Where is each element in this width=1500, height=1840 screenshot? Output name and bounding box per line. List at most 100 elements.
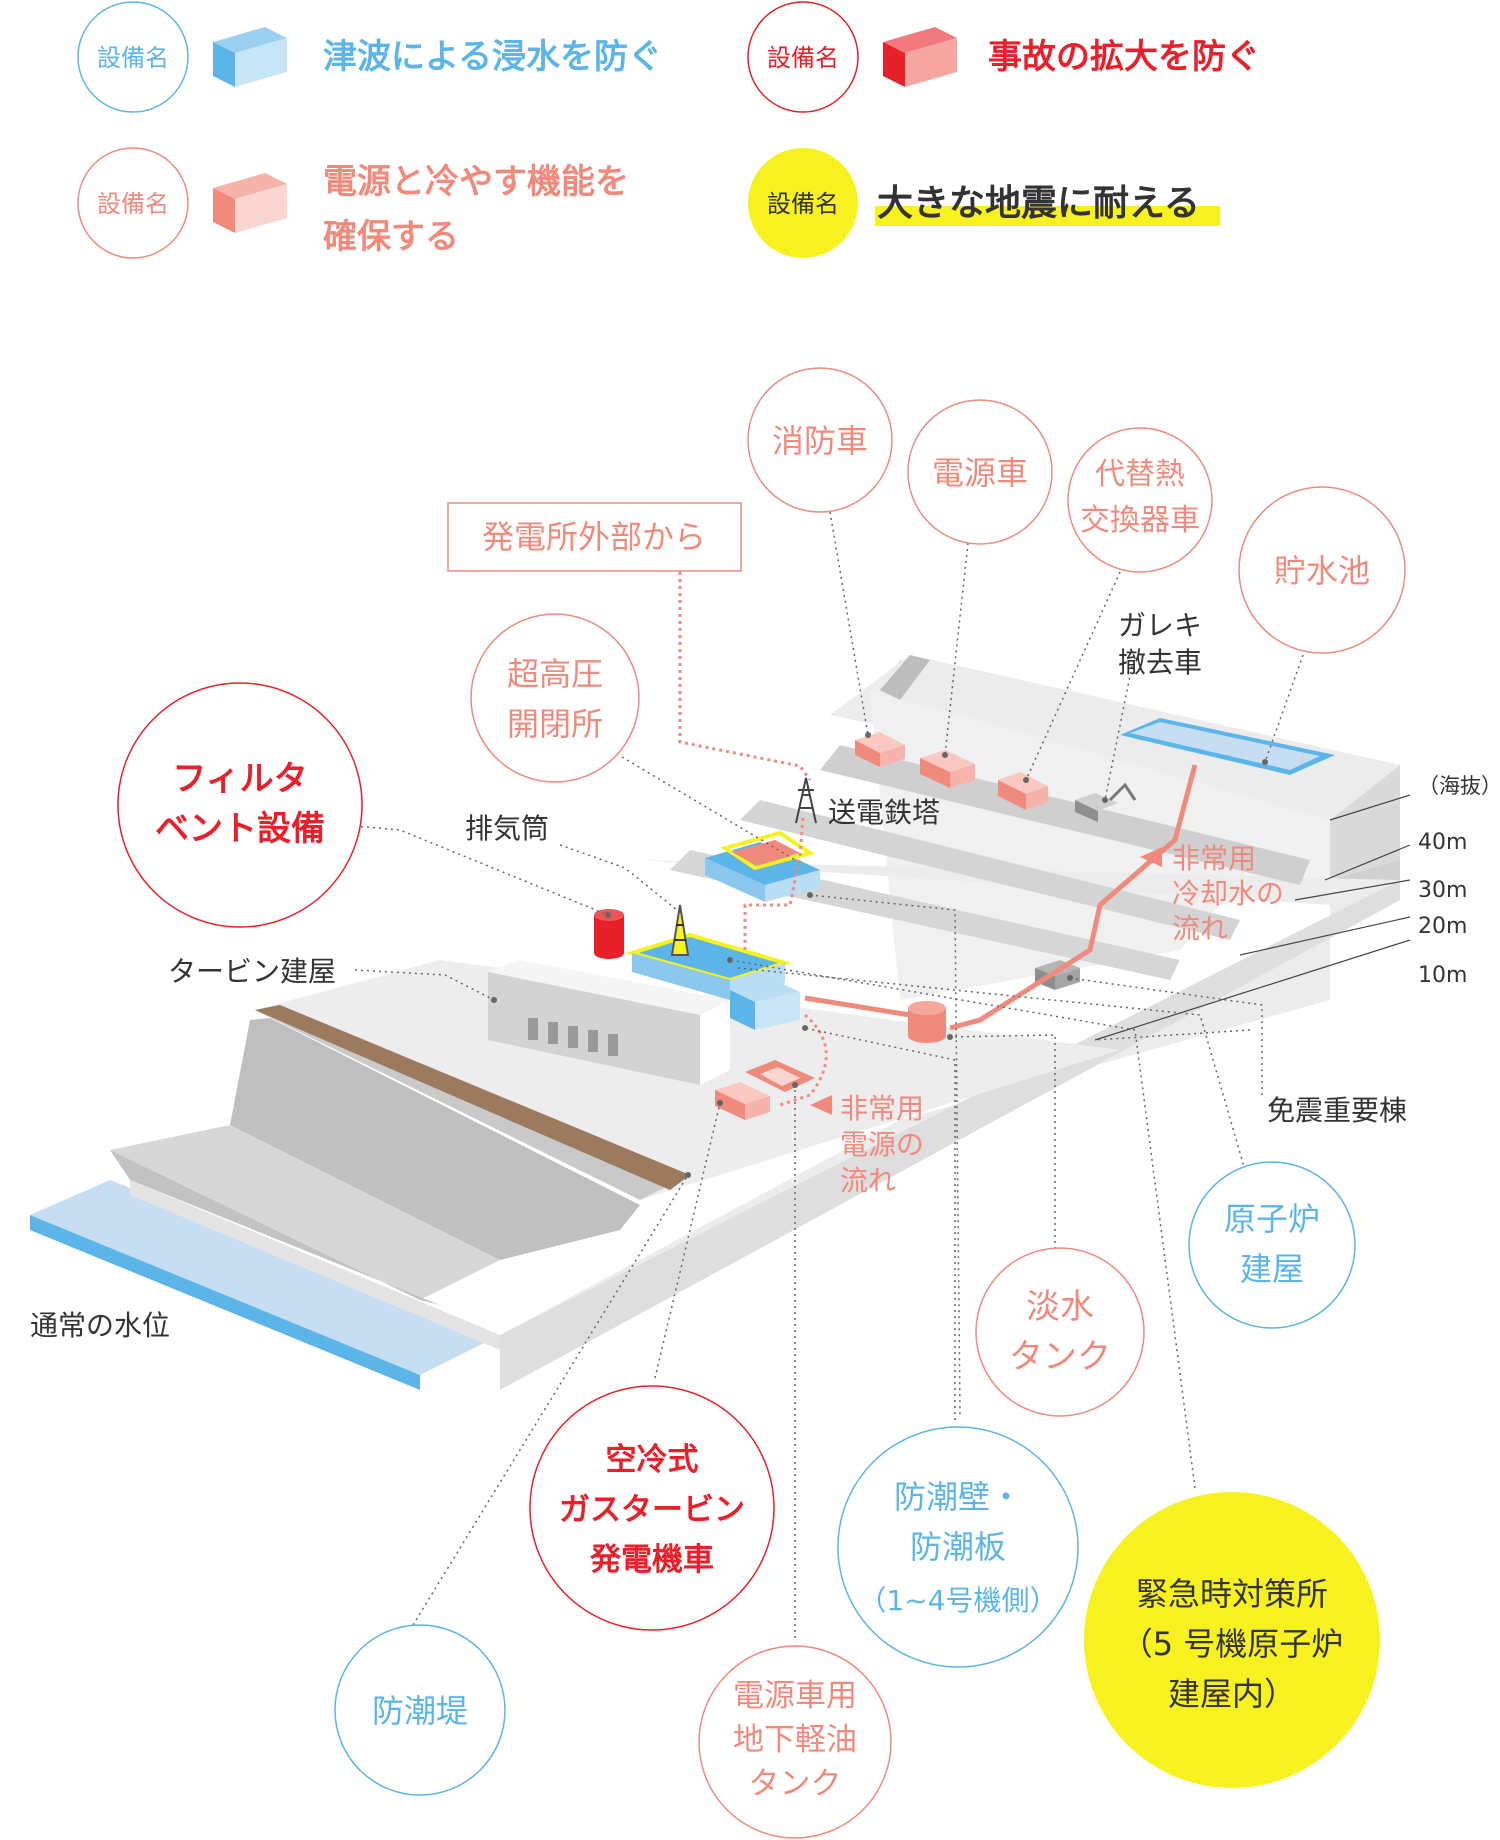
legend-badge xyxy=(747,1,859,113)
normal-water-label: 通常の水位 xyxy=(30,1309,170,1342)
seawall-label-2: 防潮板 xyxy=(910,1528,1006,1566)
red-cube-icon xyxy=(883,27,957,87)
emergency-center-label-2: （5 号機原子炉 xyxy=(1121,1625,1344,1663)
blue-cube-icon xyxy=(213,27,287,87)
power-flow-label-1: 非常用 xyxy=(840,1092,924,1125)
fuel-tank-label-2: 地下軽油 xyxy=(733,1722,857,1758)
gas-turbine-label-1: 空冷式 xyxy=(606,1442,699,1478)
reactor-building-shape xyxy=(624,932,792,1000)
elevation-40m: 40m xyxy=(1418,830,1467,855)
turbine-building-shape xyxy=(488,960,730,1085)
leader-dots xyxy=(491,732,1268,1178)
legend-power-cooling: 設備名 電源と冷やす機能を 確保する xyxy=(77,147,629,259)
fire-truck-label: 消防車 xyxy=(772,422,868,460)
gas-turbine-label-circle xyxy=(529,1385,775,1631)
power-flow-label-2: 電源の xyxy=(840,1128,924,1161)
cooling-flow-label-3: 流れ xyxy=(1172,912,1228,945)
power-flow-arrow-icon xyxy=(810,1095,832,1115)
power-truck-label-circle xyxy=(907,399,1053,545)
switchyard-label-1: 超高圧 xyxy=(507,655,603,693)
cooling-water-pipe xyxy=(949,764,1198,1031)
cooling-flow-label-1: 非常用 xyxy=(1172,842,1256,875)
fresh-tank-label-1: 淡水 xyxy=(1026,1287,1094,1327)
reservoir xyxy=(1120,718,1335,775)
reservoir-label: 貯水池 xyxy=(1274,552,1370,590)
alt-heat-label-2: 交換器車 xyxy=(1080,503,1200,538)
exhaust-stack-icon xyxy=(670,904,690,956)
seawall-slope xyxy=(230,1018,640,1260)
switchyard-shape xyxy=(705,830,820,902)
fresh-tank-label-circle xyxy=(975,1247,1145,1417)
switchyard-label-circle xyxy=(470,613,640,783)
flows xyxy=(678,572,1411,1115)
legend: 設備名 津波による浸水を防ぐ 設備名 事故の拡大を防ぐ 設備名 xyxy=(77,1,1260,259)
external-power-label: 発電所外部から xyxy=(482,518,706,556)
legend-tsunami-label: 津波による浸水を防ぐ xyxy=(323,37,662,77)
legend-badge-text: 設備名 xyxy=(767,44,839,72)
reactor-building-label-2: 建屋 xyxy=(1240,1250,1304,1288)
legend-badge-text: 設備名 xyxy=(97,190,169,218)
cooling-water-pipe-2 xyxy=(804,995,911,1018)
emergency-center-label-1: 緊急時対策所 xyxy=(1136,1575,1328,1613)
external-power-line xyxy=(678,572,812,781)
fresh-water-tank-shape xyxy=(908,1001,946,1043)
legend-badge-text: 設備名 xyxy=(767,190,839,218)
debris-removal-vehicle-icon xyxy=(1075,782,1137,822)
seawall-label-circle xyxy=(837,1426,1079,1668)
internal-power-line xyxy=(743,817,805,950)
legend-power-label-2: 確保する xyxy=(323,217,459,257)
sea-water xyxy=(30,1180,500,1375)
elevation-10m: 10m xyxy=(1418,963,1467,988)
fuel-tank-label-1: 電源車用 xyxy=(733,1678,857,1714)
fire-truck-label-circle xyxy=(747,367,893,513)
legend-power-label-1: 電源と冷やす機能を xyxy=(323,162,629,202)
legend-earthquake-label: 大きな地震に耐える xyxy=(877,183,1200,224)
salmon-cube-icon xyxy=(213,173,287,233)
elevation-20m: 20m xyxy=(1418,914,1467,939)
debris-label-2: 撤去車 xyxy=(1118,646,1202,679)
reactor-unit-box xyxy=(730,980,800,1030)
power-flow-label-3: 流れ xyxy=(840,1164,896,1197)
filter-vent-label-2: ベント設備 xyxy=(155,809,325,849)
legend-badge xyxy=(77,147,189,259)
fuel-tank-label-circle xyxy=(698,1645,892,1839)
sea-water-edge xyxy=(30,1215,420,1390)
emergency-center-label-circle xyxy=(1084,1492,1380,1788)
structures xyxy=(488,718,1335,1120)
elevation-lines xyxy=(1094,794,1411,1041)
turbine-building-label: タービン建屋 xyxy=(168,955,336,988)
debris-label-1: ガレキ xyxy=(1118,609,1202,642)
transmission-tower-label: 送電鉄塔 xyxy=(828,796,940,829)
switchyard-label-2: 開閉所 xyxy=(507,705,603,743)
alt-heat-label-circle xyxy=(1067,427,1213,573)
fuel-tank-label-3: タンク xyxy=(749,1766,842,1802)
reactor-building-label-1: 原子炉 xyxy=(1224,1200,1320,1238)
gas-turbine-label-3: 発電機車 xyxy=(589,1542,714,1578)
legend-badge-text: 設備名 xyxy=(97,44,169,72)
filter-vent-label-circle xyxy=(117,682,363,928)
legend-badge xyxy=(77,1,189,113)
filter-vent-cylinder xyxy=(594,909,624,959)
tide-bank-label-circle xyxy=(334,1624,506,1796)
power-truck-icon xyxy=(920,750,975,788)
gas-turbine-truck-icon xyxy=(715,1082,770,1120)
labels: 消防車 電源車 代替熱 交換器車 貯水池 発電所外部から 超高圧 開閉所 ガレキ… xyxy=(30,367,1500,1839)
legend-earthquake: 設備名 大きな地震に耐える xyxy=(748,148,1220,258)
cooling-flow-arrow-icon xyxy=(1140,847,1162,867)
heat-exchanger-truck-icon xyxy=(998,772,1048,810)
power-truck-label: 電源車 xyxy=(932,454,1028,492)
reservoir-label-circle xyxy=(1238,486,1406,654)
tide-bank-top xyxy=(255,1005,690,1190)
filter-vent-label-1: フィルタ xyxy=(172,759,307,799)
external-power-label-box xyxy=(447,502,742,572)
emergency-center-label-3: 建屋内） xyxy=(1168,1675,1296,1713)
tide-bank-label: 防潮堤 xyxy=(372,1692,468,1730)
legend-tsunami: 設備名 津波による浸水を防ぐ xyxy=(77,1,662,113)
elevation-header: （海抜） xyxy=(1418,774,1500,798)
terrace-40m xyxy=(830,655,1400,820)
fresh-tank-label-2: タンク xyxy=(1009,1337,1111,1377)
transmission-tower-icon xyxy=(795,777,817,824)
highlight-underline xyxy=(875,206,1220,226)
legend-badge xyxy=(748,148,858,258)
